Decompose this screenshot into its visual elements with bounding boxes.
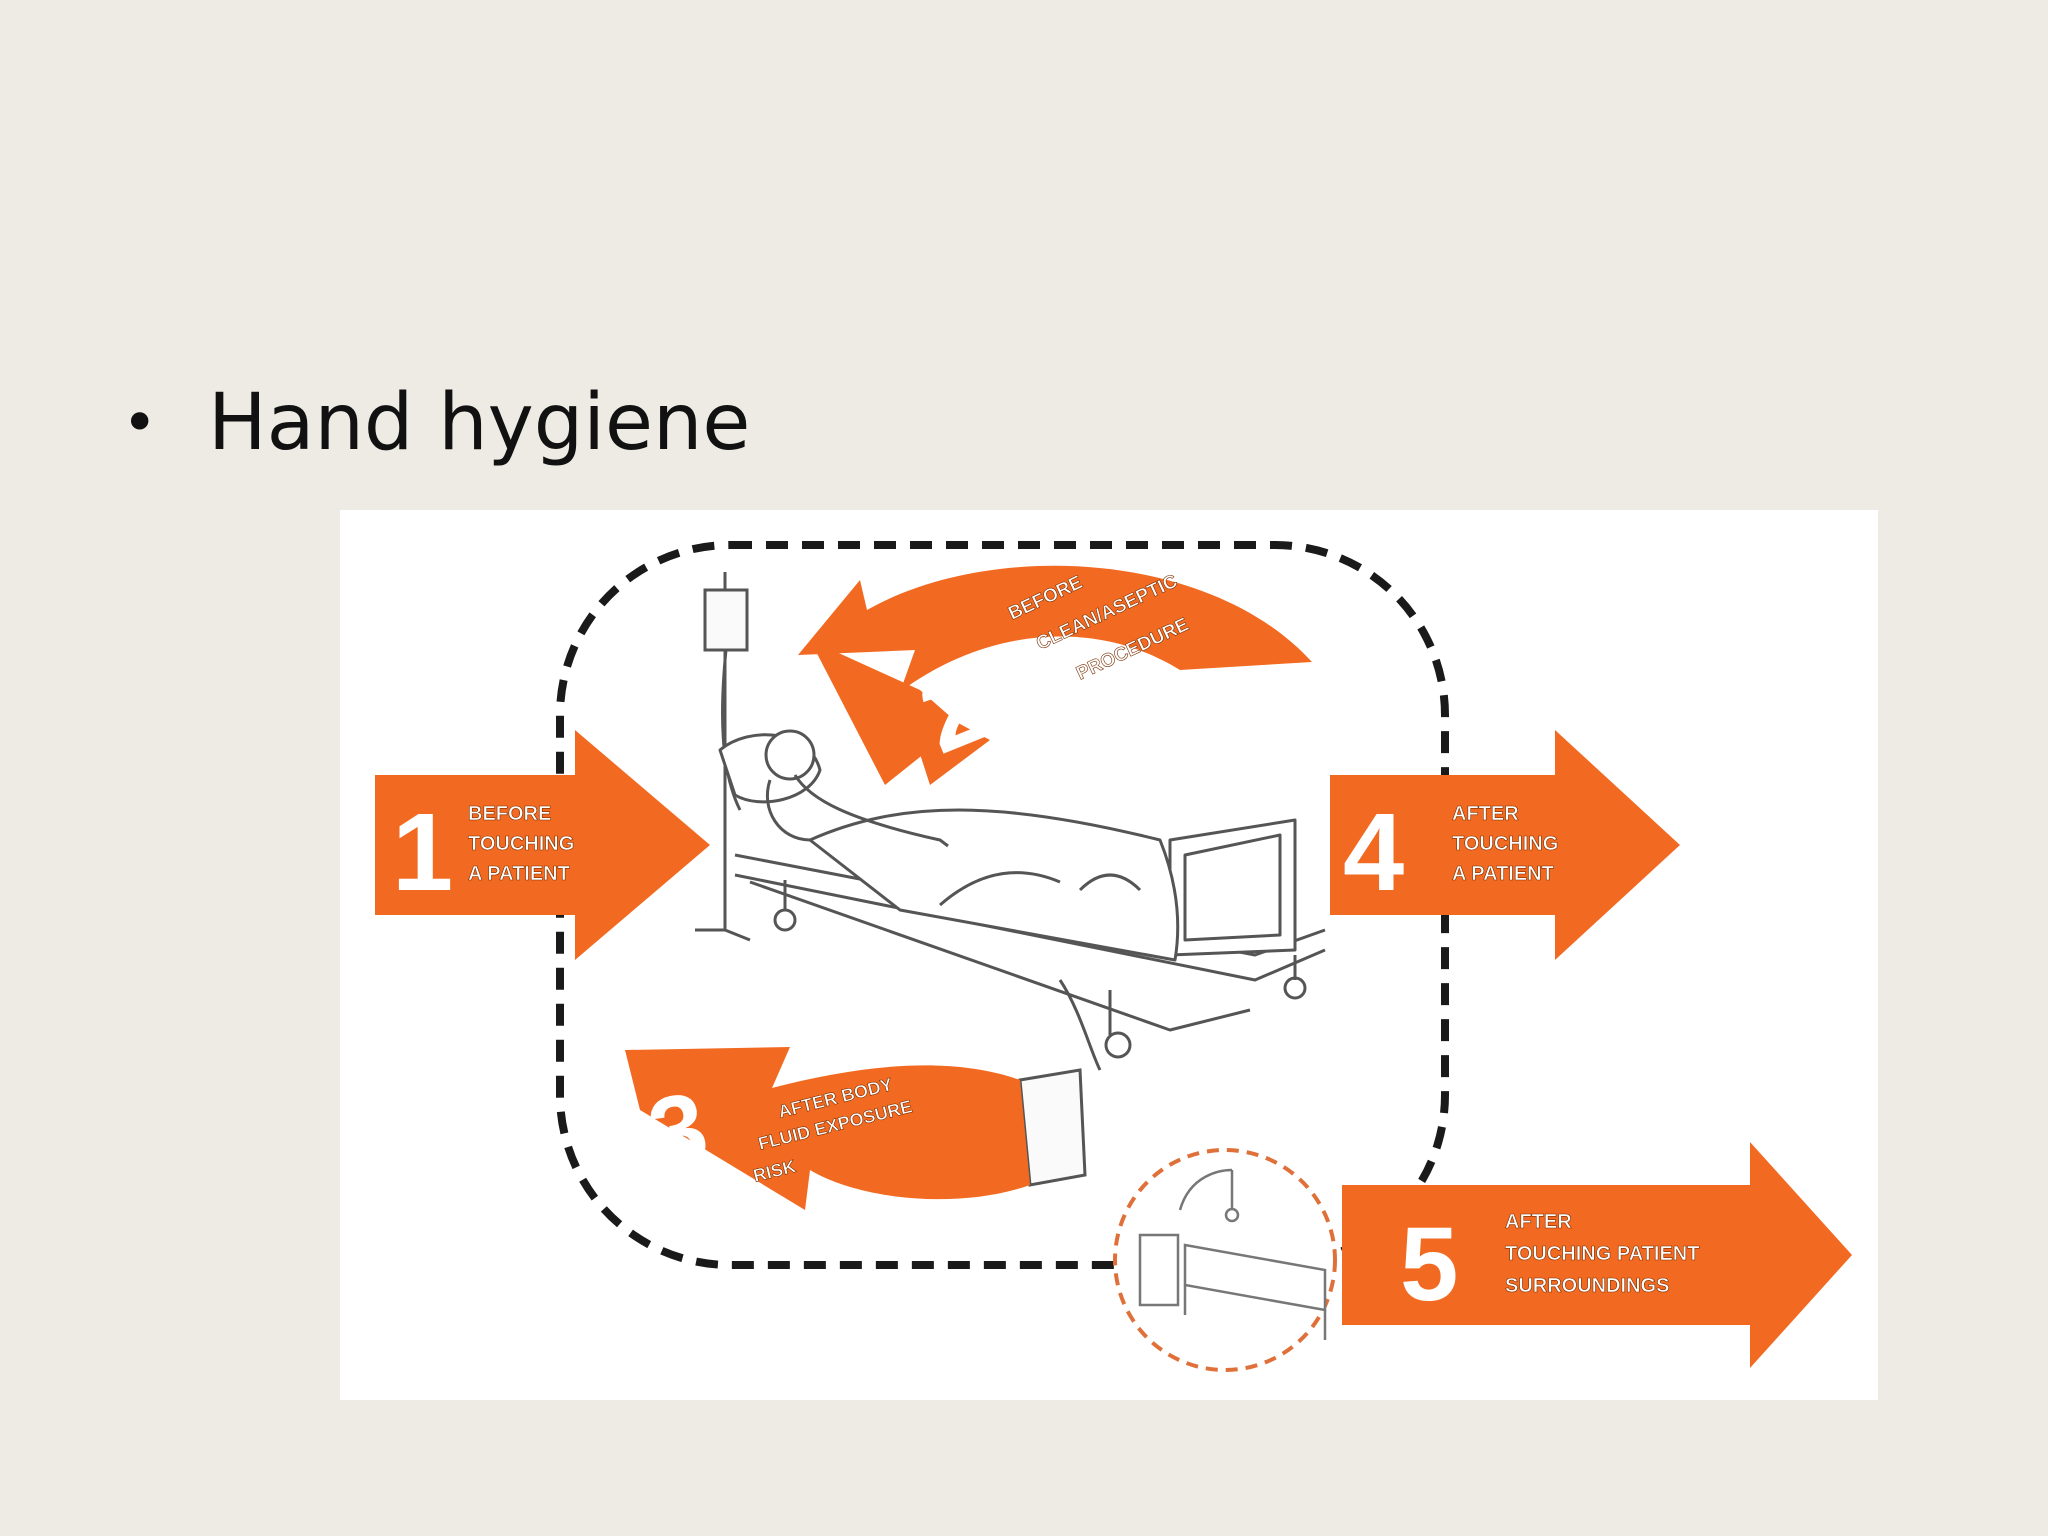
- moment-3-arrow: 3 AFTER BODY FLUID EXPOSURE RISK: [625, 1047, 1030, 1210]
- moment-2-arrow: 2 BEFORE CLEAN/ASEPTIC PROCEDURE: [798, 565, 1312, 785]
- slide-heading: Hand hygiene: [208, 378, 751, 468]
- moment-5-line-2: TOUCHING PATIENT: [1505, 1243, 1699, 1265]
- moment-4-line-1: AFTER: [1452, 803, 1519, 825]
- moment-5-line-1: AFTER: [1505, 1211, 1572, 1233]
- bullet-item: • Hand hygiene: [122, 378, 750, 468]
- moment-4-number: 4: [1343, 791, 1404, 914]
- hand-hygiene-diagram: 1 BEFORE TOUCHING A PATIENT 4 AFTER TOUC…: [340, 510, 1878, 1400]
- moment-4-line-3: A PATIENT: [1452, 863, 1554, 885]
- moment-5-number: 5: [1400, 1206, 1458, 1323]
- urine-bag-icon: [1018, 1068, 1087, 1187]
- moment-1-line-3: A PATIENT: [468, 863, 570, 885]
- bullet-dot: •: [122, 388, 158, 458]
- moment-5-arrow: 5 AFTER TOUCHING PATIENT SURROUNDINGS: [1342, 1142, 1852, 1368]
- moment-5-line-3: SURROUNDINGS: [1505, 1275, 1669, 1297]
- hospital-bed-icon: [718, 729, 1326, 1071]
- moment-4-arrow: 4 AFTER TOUCHING A PATIENT: [1330, 730, 1680, 960]
- moment-1-arrow: 1 BEFORE TOUCHING A PATIENT: [375, 730, 710, 960]
- moment-1-number: 1: [392, 791, 453, 914]
- moment-1-line-1: BEFORE: [468, 803, 551, 825]
- moment-1-line-2: TOUCHING: [468, 833, 574, 855]
- moment-4-line-2: TOUCHING: [1452, 833, 1558, 855]
